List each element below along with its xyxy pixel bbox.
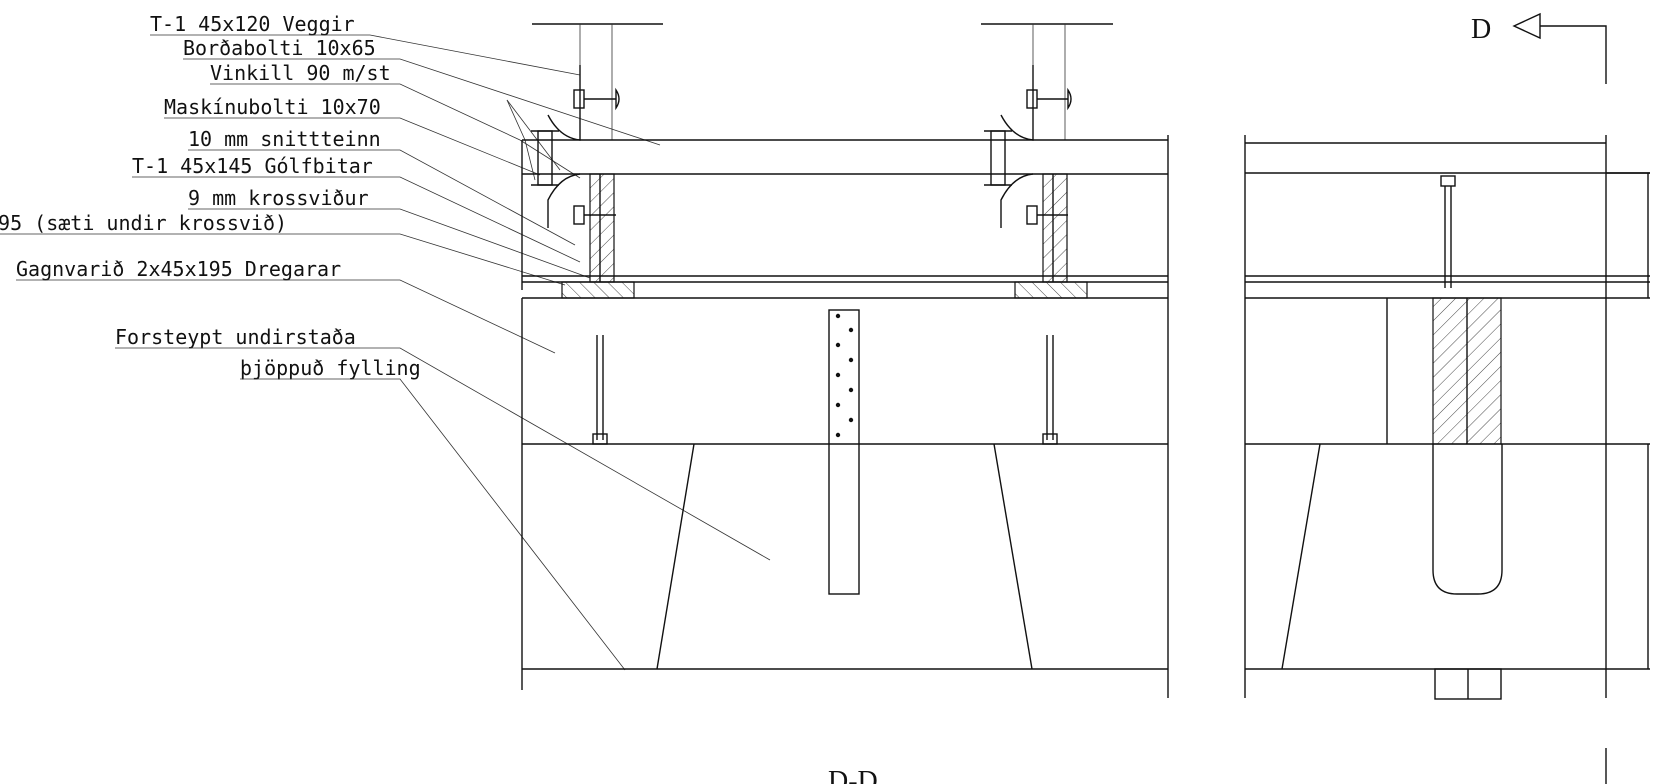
section-marker: D (1471, 12, 1607, 784)
left-section-view (521, 23, 1169, 698)
label-machine-bolt: Maskínubolti 10x70 (164, 95, 381, 119)
callout-labels: T-1 45x120 Veggir Borðabolti 10x65 Vinki… (0, 12, 771, 671)
label-compacted-fill: þjöppuð fylling (240, 356, 421, 380)
label-treated-beams: Gagnvarið 2x45x195 Dregarar (16, 257, 341, 281)
label-walls: T-1 45x120 Veggir (150, 12, 355, 36)
section-title: D-D (828, 766, 878, 784)
leader-lines (0, 34, 771, 671)
label-plywood: 9 mm krossviður (188, 186, 369, 210)
label-precast-footing: Forsteypt undirstaða (115, 325, 356, 349)
label-threaded-rod: 10 mm snittteinn (188, 127, 381, 151)
section-marker-letter: D (1471, 14, 1491, 45)
label-board-bolt: Borðabolti 10x65 (183, 36, 376, 60)
label-angle-bracket: Vinkill 90 m/st (210, 61, 391, 85)
label-floor-joists: T-1 45x145 Gólfbitar (132, 154, 373, 178)
label-plywood-seat: x95 (sæti undir krossvið) (0, 211, 287, 235)
right-section-view (1244, 135, 1650, 700)
